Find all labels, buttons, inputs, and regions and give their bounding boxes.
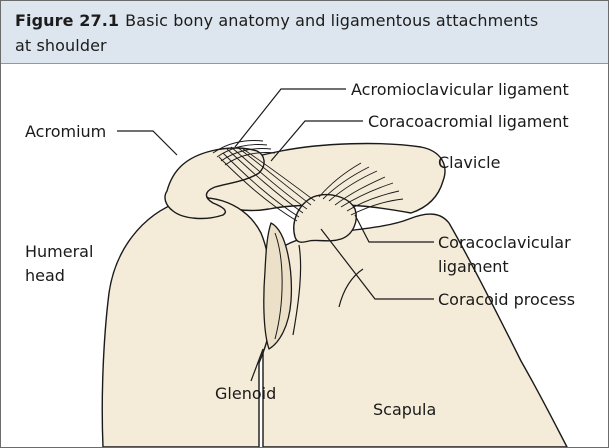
label-clavicle: Clavicle xyxy=(438,153,500,172)
scapula-contour xyxy=(338,268,364,308)
label-coracoclavicular-ligament-line2: ligament xyxy=(438,257,509,276)
figure-number: Figure 27.1 xyxy=(15,11,120,30)
leader-coracoid xyxy=(320,228,434,300)
figure-caption: Figure 27.1 Basic bony anatomy and ligame… xyxy=(15,8,595,58)
label-coracoacromial-ligament: Coracoacromial ligament xyxy=(368,112,569,131)
acromion xyxy=(164,147,265,220)
label-humeral-head-line2: head xyxy=(25,266,65,285)
label-humeral-head-line1: Humeral xyxy=(25,242,93,261)
figure-title-line1: Basic bony anatomy and ligamentous attac… xyxy=(125,11,539,30)
leader-coracoacromial xyxy=(270,120,363,162)
leader-coracoclavicular xyxy=(354,214,434,243)
label-coracoclavicular-ligament-line1: Coracoclavicular xyxy=(438,233,571,252)
figure-title-line2: at shoulder xyxy=(15,36,107,55)
label-scapula: Scapula xyxy=(373,400,436,419)
leader-glenoid xyxy=(250,348,264,382)
coracoclavicular-ligament xyxy=(318,162,404,216)
caption-bar: Figure 27.1 Basic bony anatomy and ligame… xyxy=(1,1,608,64)
scapula-ridge xyxy=(292,244,302,336)
label-acromium: Acromium xyxy=(25,122,106,141)
coracoacromial-ligament xyxy=(218,146,316,222)
glenoid-rim xyxy=(274,232,283,340)
label-glenoid: Glenoid xyxy=(215,384,276,403)
label-acromioclavicular-ligament: Acromioclavicular ligament xyxy=(351,80,569,99)
leader-acromioclavicular xyxy=(234,88,346,148)
coracoid-process xyxy=(293,193,357,243)
leader-acromium xyxy=(117,130,178,156)
label-coracoid-process: Coracoid process xyxy=(438,290,575,309)
glenoid xyxy=(263,222,293,350)
humeral-head xyxy=(101,197,273,447)
